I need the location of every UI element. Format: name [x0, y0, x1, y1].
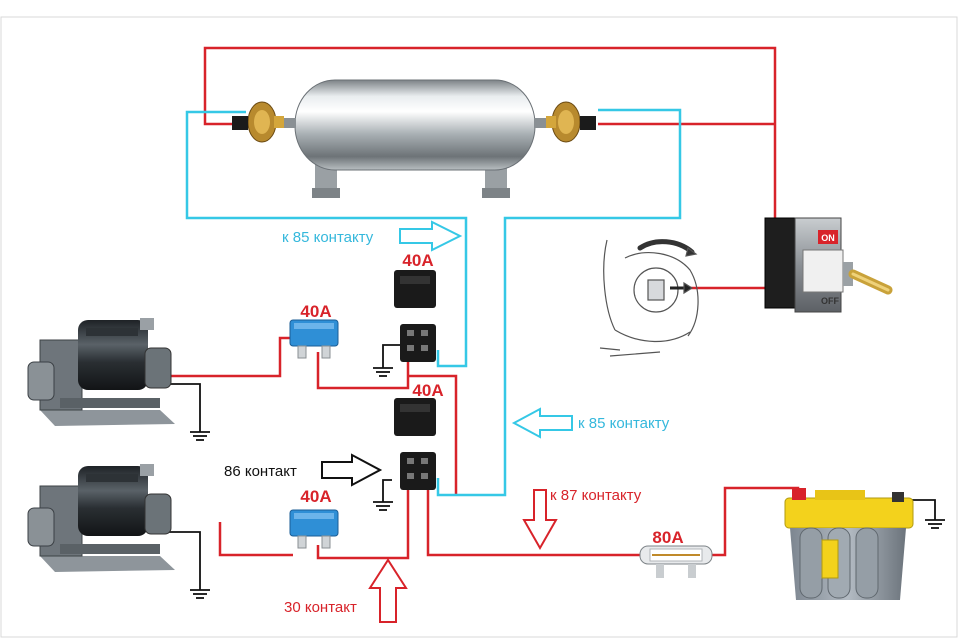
arrow-to-85-right [511, 407, 573, 439]
frame-border [0, 16, 958, 638]
annotation-contact-30: 30 контакт [284, 599, 357, 616]
relay-bottom-label: 40A [412, 381, 443, 400]
fuse-bottom-label: 40A [300, 487, 331, 506]
ground-wires [168, 344, 945, 599]
fuse-top [289, 319, 339, 359]
pressure-switch-right [546, 101, 596, 143]
annotation-to-87: к 87 контакту [550, 487, 642, 504]
battery [784, 488, 914, 600]
arrow-to-85-top [399, 220, 463, 252]
switch-on-label: ON [821, 233, 835, 243]
toggle-switch: ON OFF [764, 217, 893, 313]
air-tank [282, 79, 548, 198]
relay-top [394, 270, 436, 362]
compressor-bottom [27, 464, 175, 572]
arrow-contact-30 [368, 558, 408, 623]
arrow-to-87 [522, 489, 558, 551]
annotation-contact-86: 86 контакт [224, 463, 297, 480]
annotation-to-85-top: к 85 контакту [282, 229, 374, 246]
fuse-main-label: 80A [652, 528, 683, 547]
fuse-main [639, 545, 713, 578]
annotation-to-85-right: к 85 контакту [578, 415, 670, 432]
switch-off-label: OFF [821, 296, 839, 306]
fuse-top-label: 40A [300, 302, 331, 321]
relay-top-label: 40A [402, 251, 433, 270]
relay-bottom [394, 398, 436, 490]
signal-wires [185, 108, 682, 497]
pressure-switch-left [232, 101, 284, 143]
fuse-bottom [289, 509, 339, 549]
compressor-top [27, 318, 175, 426]
ignition-key-icon [599, 239, 699, 357]
arrow-contact-86 [321, 453, 383, 487]
